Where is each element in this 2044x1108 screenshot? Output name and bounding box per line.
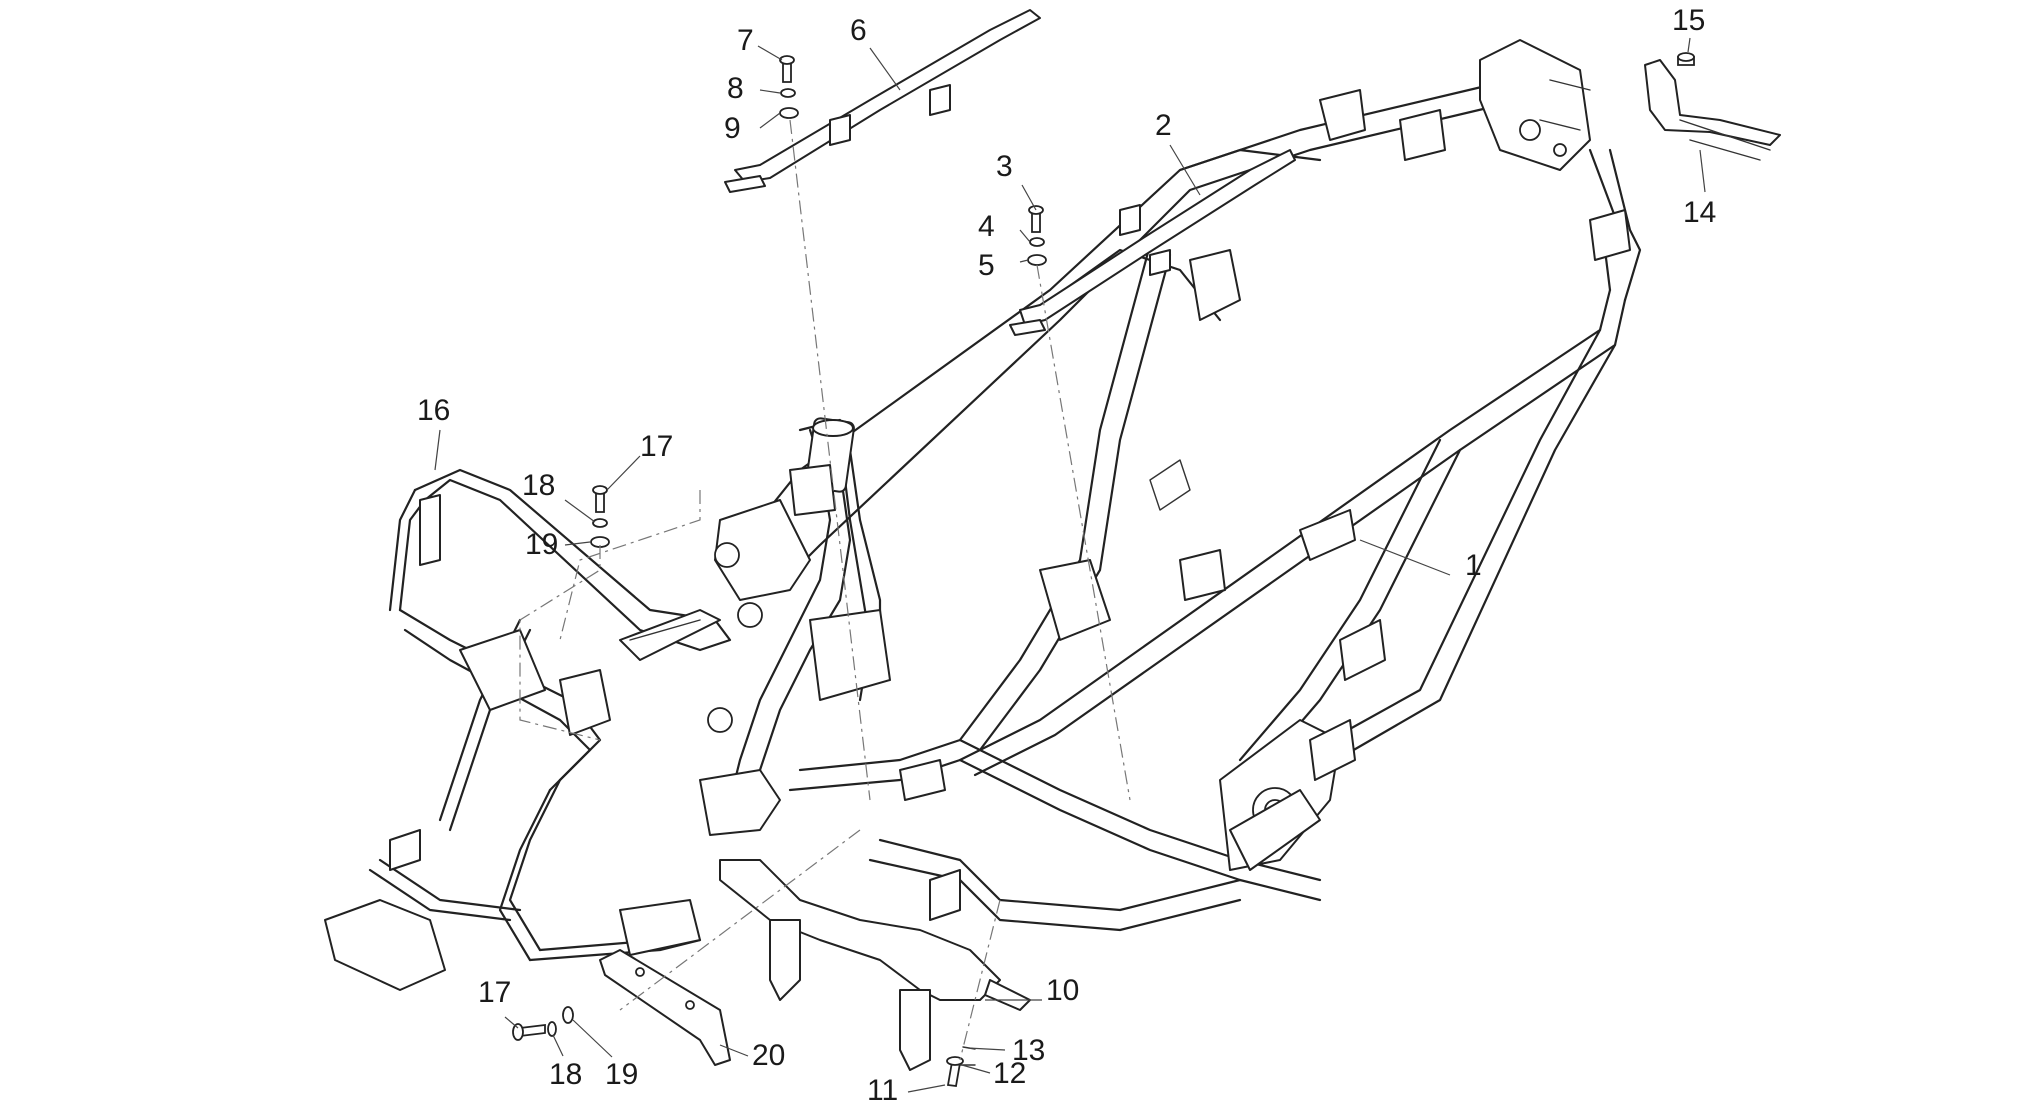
main-frame (699, 39, 1642, 932)
front-carrier-frame (324, 468, 732, 991)
callout-5: 5 (978, 249, 995, 282)
callout-4: 4 (978, 210, 995, 243)
callout-17-upper: 17 (640, 430, 673, 463)
callout-10: 10 (1046, 974, 1079, 1007)
footrest-rail-right (1009, 149, 1296, 336)
rear-plate-bracket (1644, 52, 1781, 161)
callout-14: 14 (1683, 196, 1716, 229)
callout-13: 13 (1012, 1034, 1045, 1067)
callout-9: 9 (724, 112, 741, 145)
callout-1: 1 (1465, 549, 1482, 582)
callout-6: 6 (850, 14, 867, 47)
callout-labels: 1 2 3 4 5 6 7 8 9 10 11 12 13 14 15 16 1… (417, 4, 1716, 1107)
callout-11: 11 (867, 1074, 898, 1107)
callout-12: 12 (993, 1057, 1026, 1090)
fasteners-upper (779, 55, 1047, 266)
callout-3: 3 (996, 150, 1013, 183)
callout-18-lower: 18 (549, 1058, 582, 1091)
fasteners-lower (512, 485, 976, 1087)
callout-2: 2 (1155, 109, 1172, 142)
callout-17-lower: 17 (478, 976, 511, 1009)
callout-15: 15 (1672, 4, 1705, 37)
callout-18-upper: 18 (522, 469, 555, 502)
side-plate (599, 949, 731, 1066)
callout-19-upper: 19 (525, 528, 558, 561)
callout-20: 20 (752, 1039, 785, 1072)
lower-center-bracket (719, 859, 1031, 1071)
footrest-rail-left (724, 9, 1041, 193)
callout-19-lower: 19 (605, 1058, 638, 1091)
callout-8: 8 (727, 72, 744, 105)
callout-leaders (434, 37, 1706, 1093)
callout-16: 16 (417, 394, 450, 427)
callout-7: 7 (737, 24, 754, 57)
assembly-guide-lines (519, 119, 1131, 1061)
